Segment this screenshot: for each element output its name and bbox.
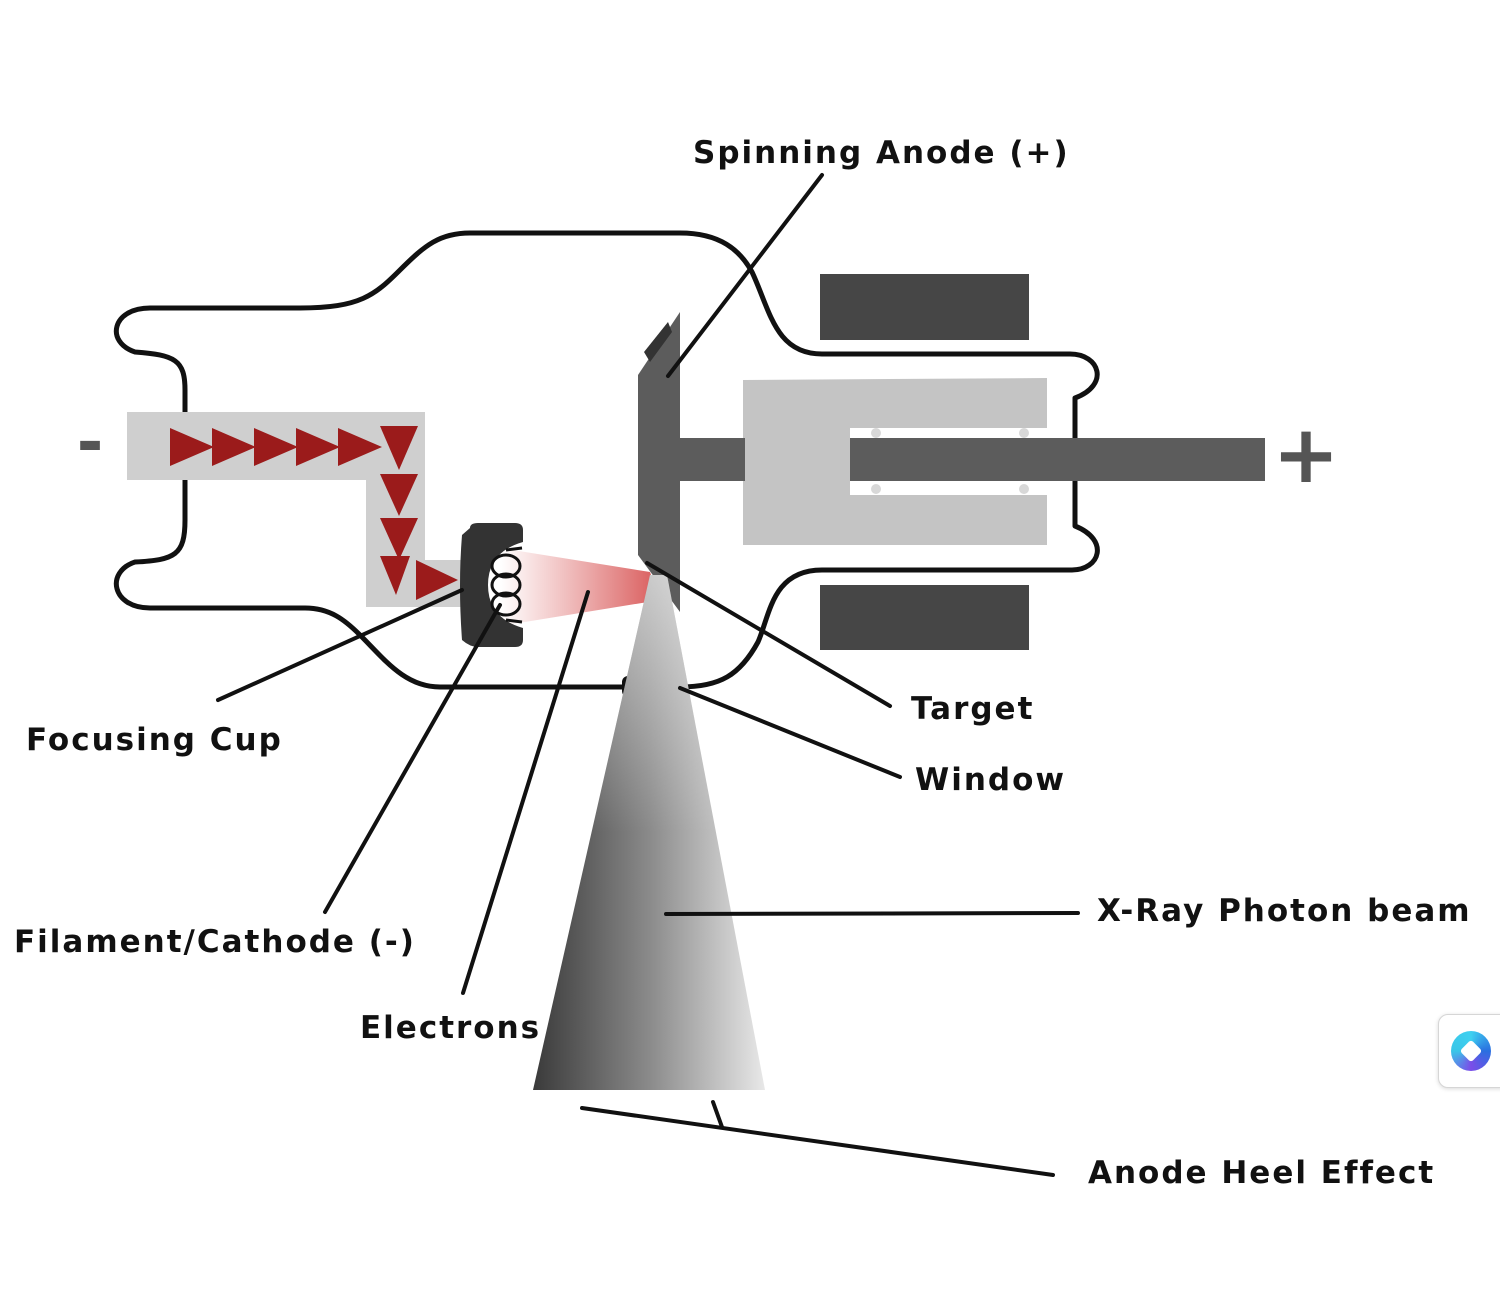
positive-terminal-sign: + [1272,408,1339,501]
anode-shaft [675,438,745,481]
leader-anode-heel-tick [711,1100,724,1129]
label-target: Target [911,691,1034,727]
glass-envelope [113,230,1100,690]
anode-disk [638,312,680,612]
electron-beam [500,548,660,626]
electron-flow-arrows [170,426,458,600]
stator-bottom [820,585,1029,650]
label-spinning-anode: Spinning Anode (+) [693,135,1070,171]
label-electrons: Electrons [360,1010,541,1046]
leader-xray-beam [664,911,1080,916]
label-anode-heel: Anode Heel Effect [1088,1155,1435,1191]
anode-bevel [644,322,672,362]
assistant-orb-icon [1451,1031,1491,1071]
leader-focusing-cup [216,588,464,702]
label-window: Window [915,762,1066,798]
leader-filament [323,603,502,914]
leader-window [678,686,902,779]
leader-electrons [461,590,590,995]
leader-anode-heel [580,1106,1055,1177]
leader-target [645,561,892,708]
stator-top [820,274,1029,340]
label-xray-beam: X-Ray Photon beam [1097,893,1472,929]
filament-coil [490,546,523,624]
current-path [127,412,425,607]
leader-spinning-anode [666,173,824,378]
rotor [743,378,1047,545]
negative-terminal-sign: - [77,406,104,480]
anode-stem [850,438,1265,481]
focusing-cup [460,523,523,647]
label-focusing-cup: Focusing Cup [26,722,283,758]
label-filament-cathode: Filament/Cathode (-) [14,924,416,960]
assistant-button[interactable] [1438,1014,1500,1088]
